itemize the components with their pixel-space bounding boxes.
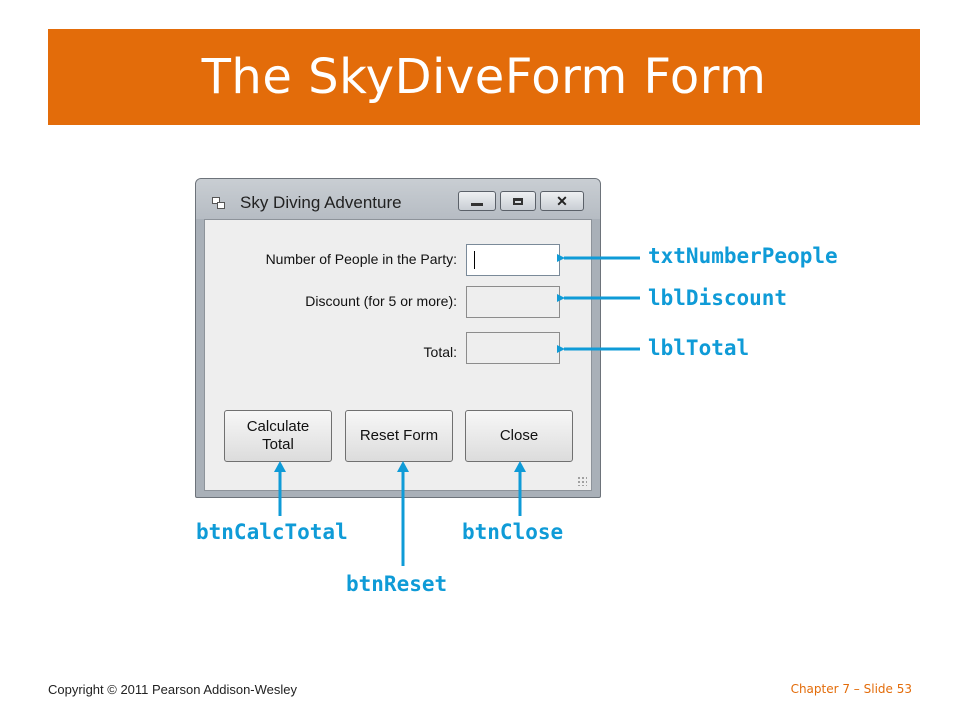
number-of-people-label: Number of People in the Party: — [265, 251, 457, 267]
discount-label: Discount (for 5 or more): — [305, 293, 457, 309]
callout-btn-close: btnClose — [462, 520, 564, 544]
close-icon: ✕ — [556, 193, 568, 209]
total-label: Total: — [423, 344, 457, 360]
close-button[interactable]: Close — [465, 410, 573, 462]
reset-form-button[interactable]: Reset Form — [345, 410, 453, 462]
close-window-button[interactable]: ✕ — [540, 191, 584, 211]
txt-number-people-input[interactable] — [466, 244, 560, 276]
sky-diving-window: Sky Diving Adventure ✕ Number of People … — [195, 178, 601, 498]
callout-btn-reset: btnReset — [346, 572, 448, 596]
lbl-discount-output — [466, 286, 560, 318]
window-titlebar[interactable]: Sky Diving Adventure ✕ — [196, 179, 600, 219]
slide-number-footer: Chapter 7 – Slide 53 — [790, 682, 912, 696]
copyright-footer: Copyright © 2011 Pearson Addison-Wesley — [48, 682, 298, 697]
title-banner: The SkyDiveForm Form — [48, 29, 920, 125]
app-window-icon — [212, 197, 226, 209]
form-client-area: Number of People in the Party: Discount … — [204, 219, 592, 491]
maximize-button[interactable] — [500, 191, 536, 211]
callout-btn-calc-total: btnCalcTotal — [196, 520, 348, 544]
minimize-icon — [471, 202, 483, 206]
text-caret — [474, 251, 475, 269]
callout-txt-number-people: txtNumberPeople — [648, 244, 838, 268]
minimize-button[interactable] — [458, 191, 496, 211]
callout-lbl-total: lblTotal — [648, 336, 750, 360]
window-title: Sky Diving Adventure — [240, 193, 402, 212]
calculate-total-button[interactable]: Calculate Total — [224, 410, 332, 462]
resize-grip-icon[interactable] — [577, 476, 587, 486]
maximize-icon — [513, 197, 523, 205]
lbl-total-output — [466, 332, 560, 364]
callout-lbl-discount: lblDiscount — [648, 286, 788, 310]
slide-title: The SkyDiveForm Form — [201, 49, 767, 105]
